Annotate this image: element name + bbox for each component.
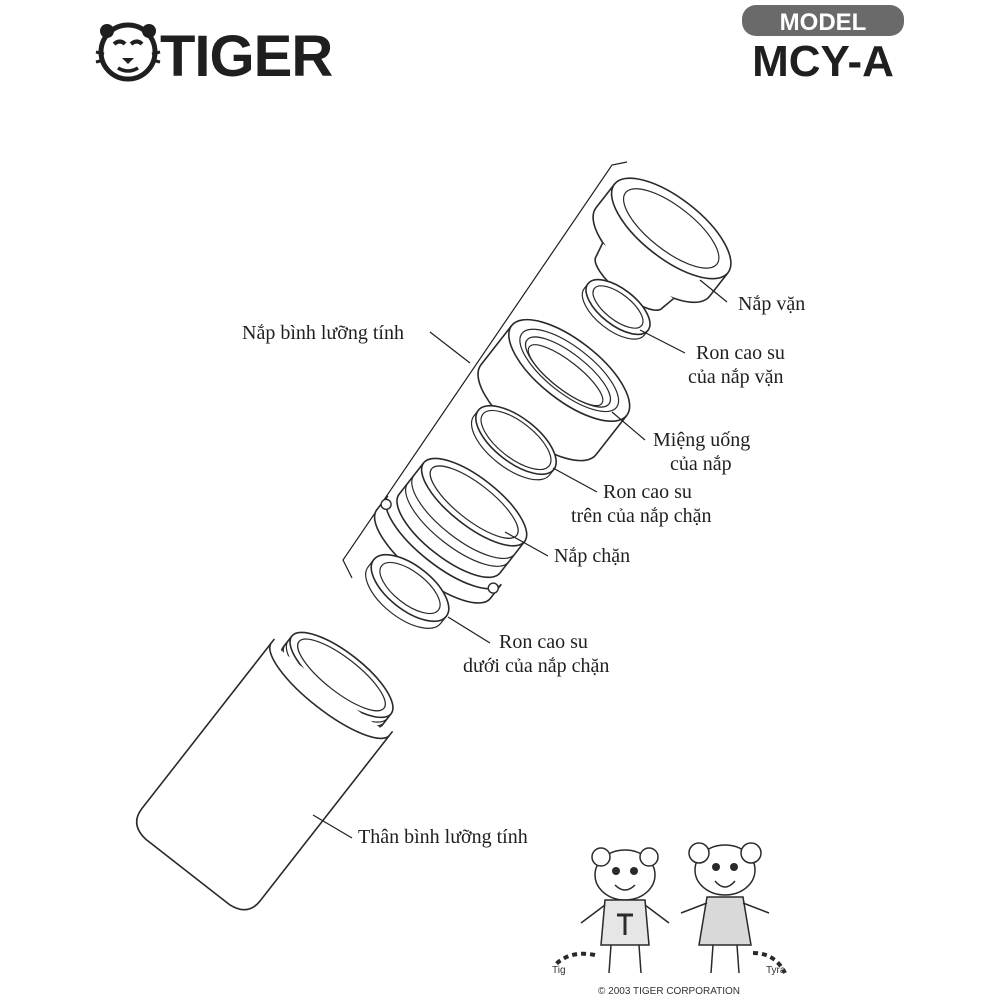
cap-gasket-part (581, 278, 651, 340)
body-leader (312, 814, 353, 839)
mascot-tig (553, 847, 670, 974)
upper-gasket-part (470, 404, 557, 481)
drink-spout-leader (611, 411, 646, 441)
label-lid-group: Nắp bình lưỡng tính (242, 322, 404, 344)
label-stopper: Nắp chặn (554, 545, 630, 567)
model-code: MCY-A (752, 37, 894, 86)
lower-gasket-leader (447, 616, 491, 644)
cap-gasket-leader (639, 329, 686, 354)
label-cap-gasket-2: của nắp vặn (688, 366, 784, 388)
cap-leader (699, 279, 728, 303)
label-lower-gasket-2: dưới của nắp chặn (463, 655, 609, 677)
mascot-tig-name: Tig (552, 965, 566, 976)
brand-name: TIGER (160, 24, 332, 89)
label-drink-spout-2: của nắp (670, 453, 732, 475)
bottle-body-part (135, 631, 394, 911)
label-lower-gasket-1: Ron cao su (499, 631, 588, 653)
stopper-part (373, 457, 528, 604)
cap-part (592, 177, 732, 311)
label-cap-gasket-1: Ron cao su (696, 342, 785, 364)
label-bottle-body: Thân bình lưỡng tính (358, 826, 528, 848)
mascot-tyra-name: Tyra (766, 965, 786, 976)
mascot-tyra (680, 842, 787, 974)
upper-gasket-leader (552, 467, 598, 493)
model-badge-label: MODEL (780, 9, 867, 36)
lid-group-bracket (342, 161, 628, 579)
stopper-leader (504, 531, 549, 557)
label-upper-gasket-2: trên của nắp chặn (571, 505, 711, 527)
copyright-text: © 2003 TIGER CORPORATION (598, 986, 740, 997)
lower-gasket-part (365, 553, 450, 629)
label-cap: Nắp vặn (738, 293, 805, 315)
tiger-face-icon (95, 22, 161, 82)
label-upper-gasket-1: Ron cao su (603, 481, 692, 503)
model-badge (742, 5, 904, 36)
lid-group-leader (429, 331, 471, 364)
label-drink-spout-1: Miệng uống (653, 429, 750, 451)
